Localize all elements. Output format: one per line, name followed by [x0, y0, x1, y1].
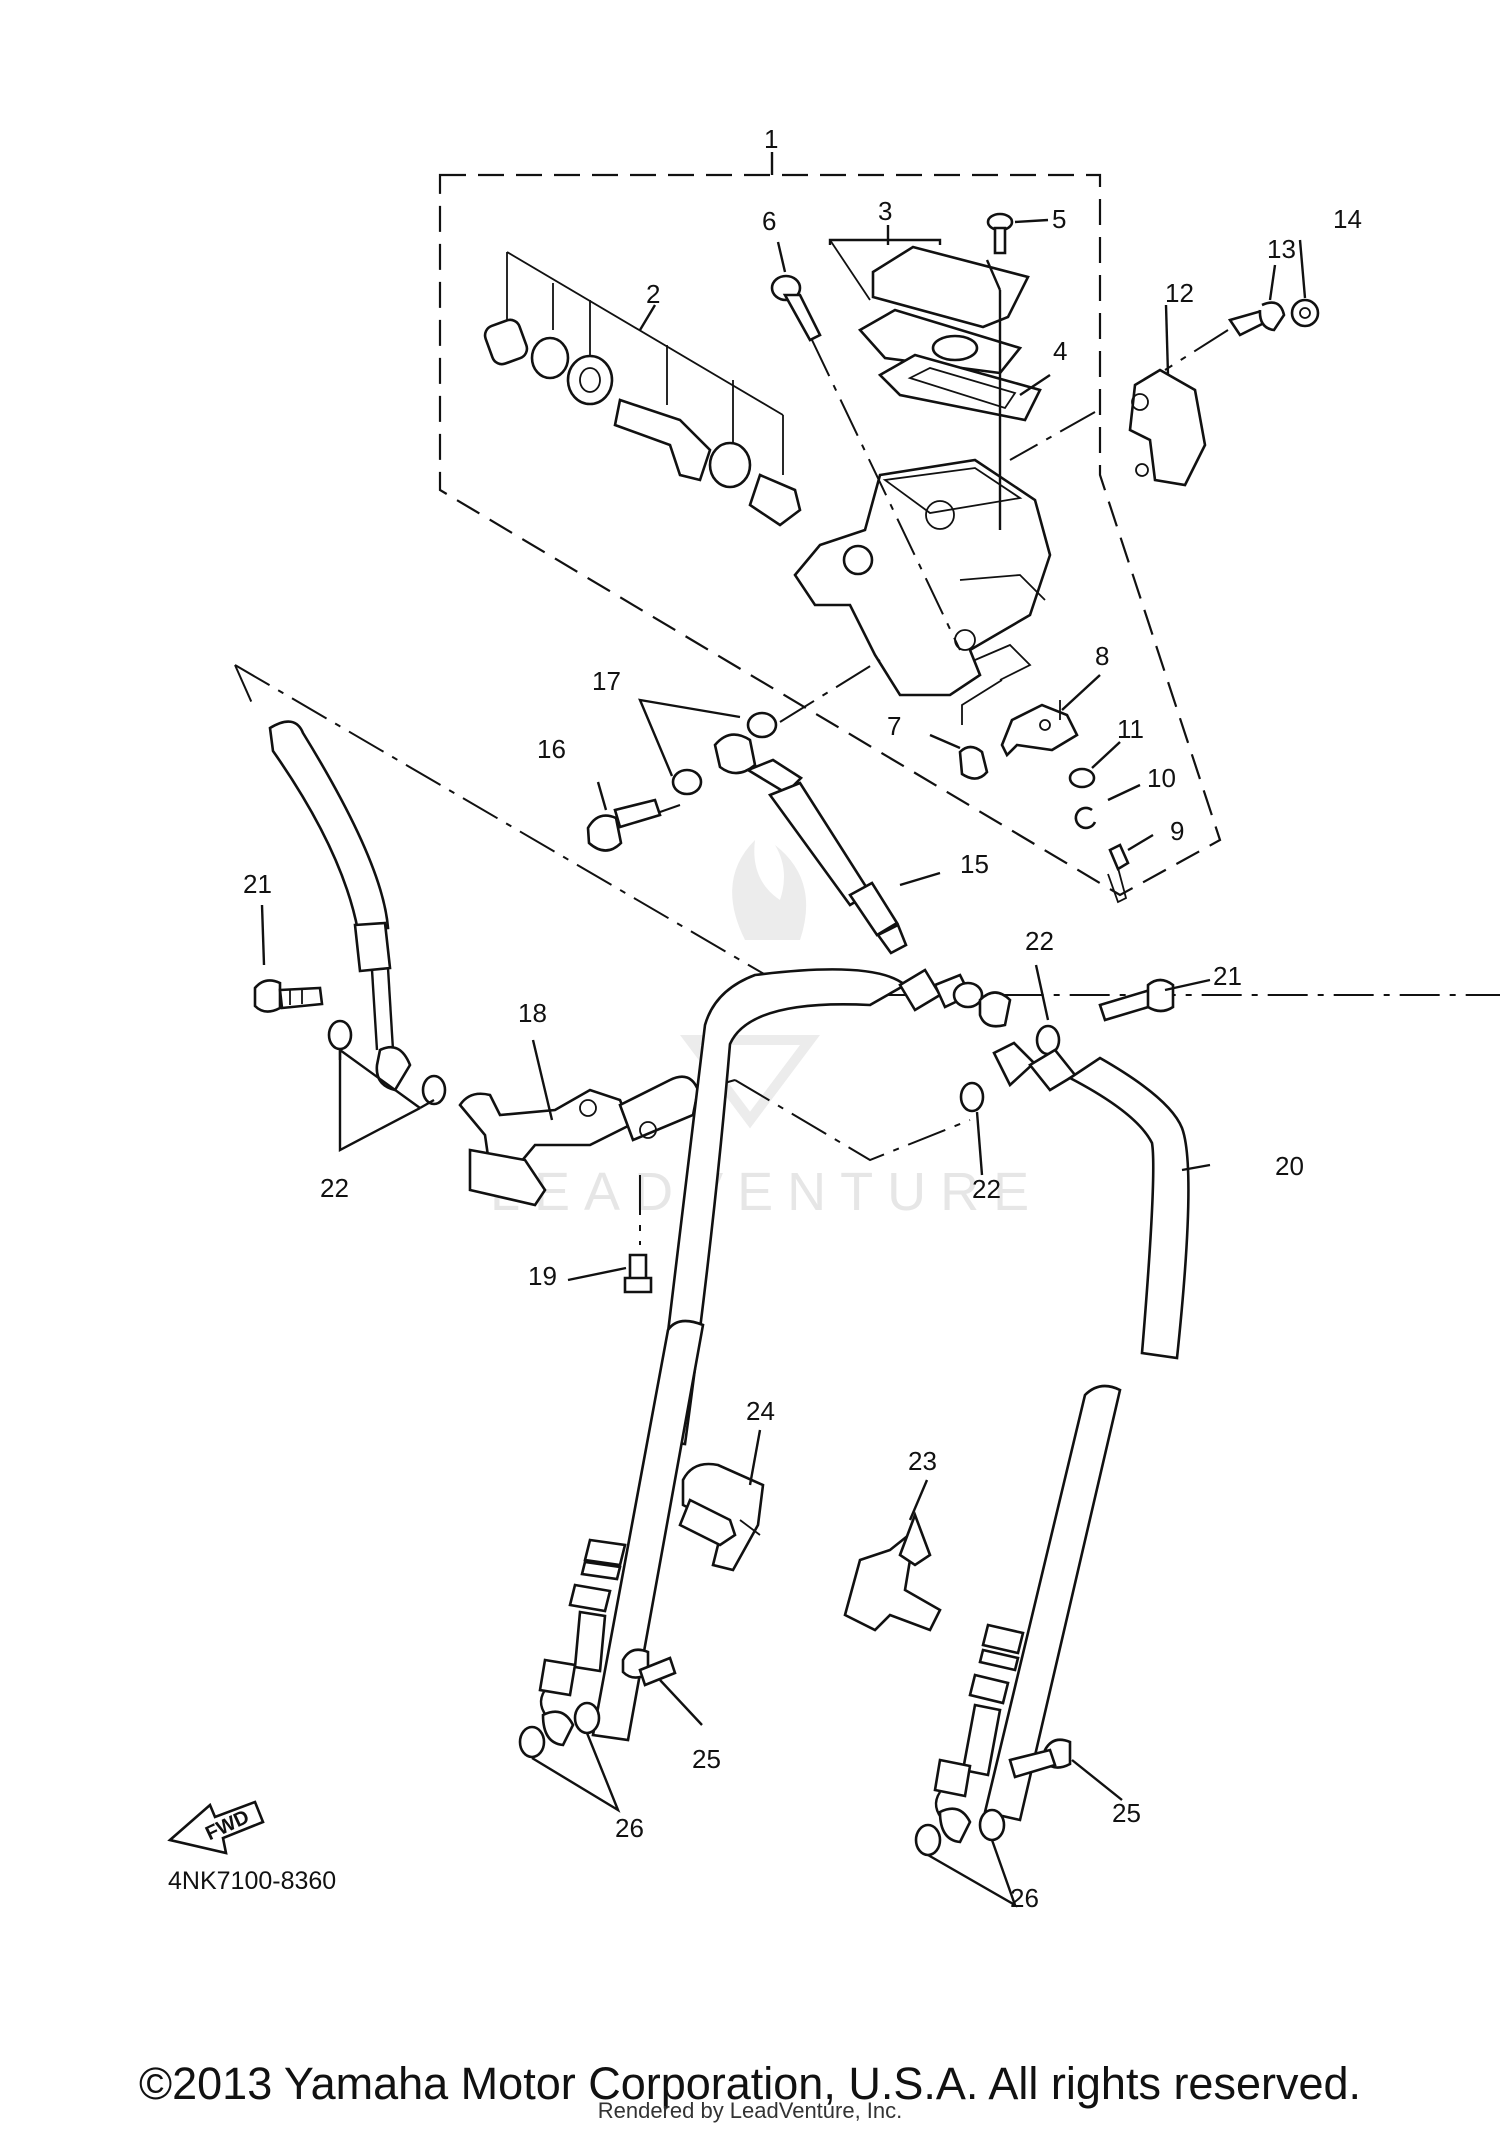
reference-line — [234, 664, 1500, 996]
label-16: 16 — [537, 734, 566, 764]
label-14: 14 — [1333, 204, 1362, 234]
label-22-top: 22 — [1025, 926, 1054, 956]
watermark: LEADVENTURE — [490, 840, 1043, 1222]
label-20: 20 — [1275, 1151, 1304, 1181]
leader-lines — [260, 225, 1307, 1908]
label-12: 12 — [1165, 278, 1194, 308]
label-25-left: 25 — [692, 1744, 721, 1774]
forward-arrow: FWD — [167, 1800, 265, 1855]
small-fasteners — [1068, 767, 1130, 904]
handlebar-clamp — [1009, 298, 1320, 487]
lower-right-hose — [914, 1384, 1122, 1857]
lower-left-hose — [518, 1319, 705, 1759]
label-21-left: 21 — [243, 869, 272, 899]
label-4: 4 — [1053, 336, 1067, 366]
label-2: 2 — [646, 279, 660, 309]
label-18: 18 — [518, 998, 547, 1028]
piston-kit-leaders — [506, 251, 784, 475]
label-10: 10 — [1147, 763, 1176, 793]
label-21-right: 21 — [1213, 961, 1242, 991]
label-22-left: 22 — [320, 1173, 349, 1203]
hose-clamps — [678, 1462, 942, 1632]
copyright-notice: ©2013 Yamaha Motor Corporation, U.S.A. A… — [138, 2058, 1362, 2109]
label-25-right: 25 — [1112, 1798, 1141, 1828]
label-9: 9 — [1170, 816, 1184, 846]
label-26-left: 26 — [615, 1813, 644, 1843]
screw-6 — [770, 274, 961, 651]
label-3: 3 — [878, 196, 892, 226]
brake-joint — [458, 1075, 985, 1294]
label-5: 5 — [1052, 204, 1066, 234]
callout-labels: 1 2 3 4 5 6 7 8 9 10 11 12 13 14 15 16 1… — [243, 124, 1362, 1913]
label-1: 1 — [764, 124, 778, 154]
diagram-code: 4NK7100-8360 — [168, 1867, 337, 1895]
union-bolt-left — [253, 979, 447, 1106]
watermark-text: LEADVENTURE — [490, 1162, 1043, 1222]
assembly-outline — [438, 152, 1222, 897]
label-11: 11 — [1117, 714, 1144, 744]
rendered-by: Rendered by LeadVenture, Inc. — [597, 2098, 903, 2123]
upper-left-hose — [268, 720, 412, 1092]
label-24: 24 — [746, 1396, 775, 1426]
label-26-right: 26 — [1010, 1883, 1039, 1913]
label-19: 19 — [528, 1261, 557, 1291]
piston-kit — [483, 318, 802, 527]
label-17: 17 — [592, 666, 621, 696]
label-23: 23 — [908, 1446, 937, 1476]
brake-switch — [958, 679, 1079, 780]
union-bolts-25 — [621, 1648, 1072, 1779]
label-7: 7 — [887, 711, 901, 741]
label-22-center: 22 — [972, 1174, 1001, 1204]
label-8: 8 — [1095, 641, 1109, 671]
master-cylinder — [793, 458, 1052, 697]
reservoir-cap — [829, 239, 1042, 530]
label-15: 15 — [960, 849, 989, 879]
screw-5 — [986, 212, 1049, 255]
brake-hose-fitting — [586, 659, 908, 955]
label-6: 6 — [762, 206, 776, 236]
label-13: 13 — [1267, 234, 1296, 264]
